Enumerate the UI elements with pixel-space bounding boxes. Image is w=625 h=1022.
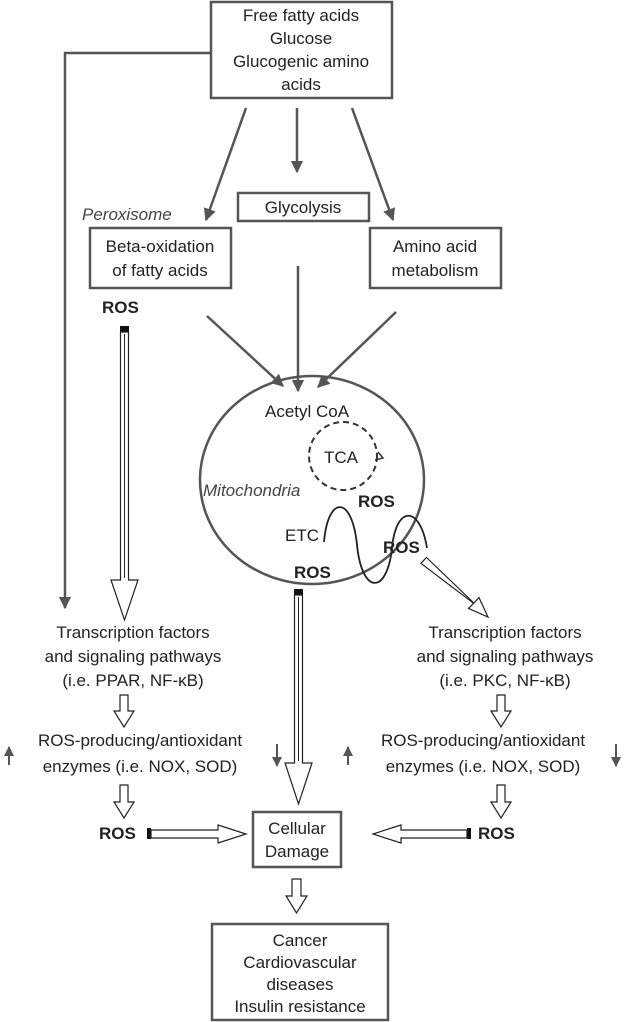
left-tf-to-enzymes-arrow xyxy=(112,694,136,729)
ros-arrow-peroxisome xyxy=(110,326,139,622)
right-enzymes-line-1: ROS-producing/antioxidant xyxy=(381,731,585,750)
ros-label-mito-etc: ROS xyxy=(383,538,420,557)
arrow-beta-to-acetyl-coa xyxy=(206,315,284,387)
right-enzymes-line-2: enzymes (i.e. NOX, SOD) xyxy=(386,757,581,776)
right-tf-line-3: (i.e. PKC, NF-κB) xyxy=(439,671,570,690)
left-enzymes-to-ros-arrow xyxy=(112,784,136,820)
right-tf-to-enzymes-arrow xyxy=(489,694,513,729)
ros-label-left-bottom: ROS xyxy=(99,824,136,843)
mitochondria-membrane xyxy=(198,374,426,586)
tca-label: TCA xyxy=(324,448,359,467)
left-enzymes-line-1: ROS-producing/antioxidant xyxy=(38,731,242,750)
diseases-box: Cancer Cardiovascular diseases Insulin r… xyxy=(210,922,390,1022)
damage-to-diseases-arrow xyxy=(284,878,309,915)
etc-label: ETC xyxy=(285,526,319,545)
arrow-source-to-beta-oxidation xyxy=(203,107,248,222)
acetyl-coa-label: Acetyl CoA xyxy=(265,402,350,421)
right-tf-block: Transcription factors and signaling path… xyxy=(417,623,594,690)
ros-label-peroxisome: ROS xyxy=(102,298,139,317)
cellular-damage-line-2: Damage xyxy=(265,842,329,861)
amino-acid-line-1: Amino acid xyxy=(393,237,477,256)
source-line-4: acids xyxy=(281,75,321,94)
tca-cycle-arrowhead xyxy=(374,451,385,461)
ros-label-mito-upper: ROS xyxy=(358,492,395,511)
left-tf-line-1: Transcription factors xyxy=(56,623,209,642)
right-ros-arrow-tail xyxy=(467,828,471,839)
diseases-line-4: Insulin resistance xyxy=(234,997,365,1016)
glycolysis-box: Glycolysis xyxy=(236,191,371,223)
left-tf-line-3: (i.e. PPAR, NF-κB) xyxy=(62,671,203,690)
left-ros-to-damage-arrow xyxy=(150,824,248,844)
diseases-line-3: diseases xyxy=(266,975,333,994)
ros-arrow-mitochondria xyxy=(284,589,313,806)
left-tf-block: Transcription factors and signaling path… xyxy=(45,623,222,690)
peroxisome-label: Peroxisome xyxy=(82,205,172,224)
amino-acid-line-2: metabolism xyxy=(392,261,479,280)
right-tf-line-2: and signaling pathways xyxy=(417,647,594,666)
left-enzymes-line-2: enzymes (i.e. NOX, SOD) xyxy=(43,757,238,776)
left-tf-line-2: and signaling pathways xyxy=(45,647,222,666)
arrow-source-to-amino-acid xyxy=(350,107,396,222)
arrow-source-to-left-tf xyxy=(58,51,211,610)
cellular-damage-line-1: Cellular xyxy=(268,819,326,838)
beta-oxidation-line-1: Beta-oxidation xyxy=(106,237,215,256)
tca-cycle xyxy=(308,421,378,491)
cellular-damage-box: Cellular Damage xyxy=(251,810,343,869)
source-line-3: Glucogenic amino xyxy=(233,52,369,71)
ros-label-mito-bottom: ROS xyxy=(294,563,331,582)
arrow-amino-to-acetyl-coa xyxy=(317,311,397,388)
right-enzymes-block: ROS-producing/antioxidant enzymes (i.e. … xyxy=(381,731,585,776)
right-tf-line-1: Transcription factors xyxy=(428,623,581,642)
glycolysis-label: Glycolysis xyxy=(265,198,342,217)
left-ros-arrow-tail xyxy=(147,828,151,839)
source-box: Free fatty acids Glucose Glucogenic amin… xyxy=(209,0,394,100)
source-line-2: Glucose xyxy=(270,29,332,48)
beta-oxidation-line-2: of fatty acids xyxy=(112,261,207,280)
right-ros-to-damage-arrow xyxy=(371,824,468,844)
ros-arrow-etc-to-right-tf xyxy=(419,556,490,619)
ros-label-right-bottom: ROS xyxy=(478,824,515,843)
mitochondria: Acetyl CoA TCA Mitochondria ROS ETC ROS … xyxy=(198,374,428,586)
left-enzymes-block: ROS-producing/antioxidant enzymes (i.e. … xyxy=(38,731,242,776)
right-enzymes-to-ros-arrow xyxy=(489,784,513,820)
beta-oxidation-box: Beta-oxidation of fatty acids xyxy=(88,226,233,290)
diseases-line-1: Cancer xyxy=(273,931,328,950)
etc-membrane-fold xyxy=(323,506,428,584)
amino-acid-box: Amino acid metabolism xyxy=(368,226,503,290)
source-line-1: Free fatty acids xyxy=(243,6,359,25)
mitochondria-label: Mitochondria xyxy=(203,481,300,500)
diseases-line-2: Cardiovascular xyxy=(243,953,357,972)
